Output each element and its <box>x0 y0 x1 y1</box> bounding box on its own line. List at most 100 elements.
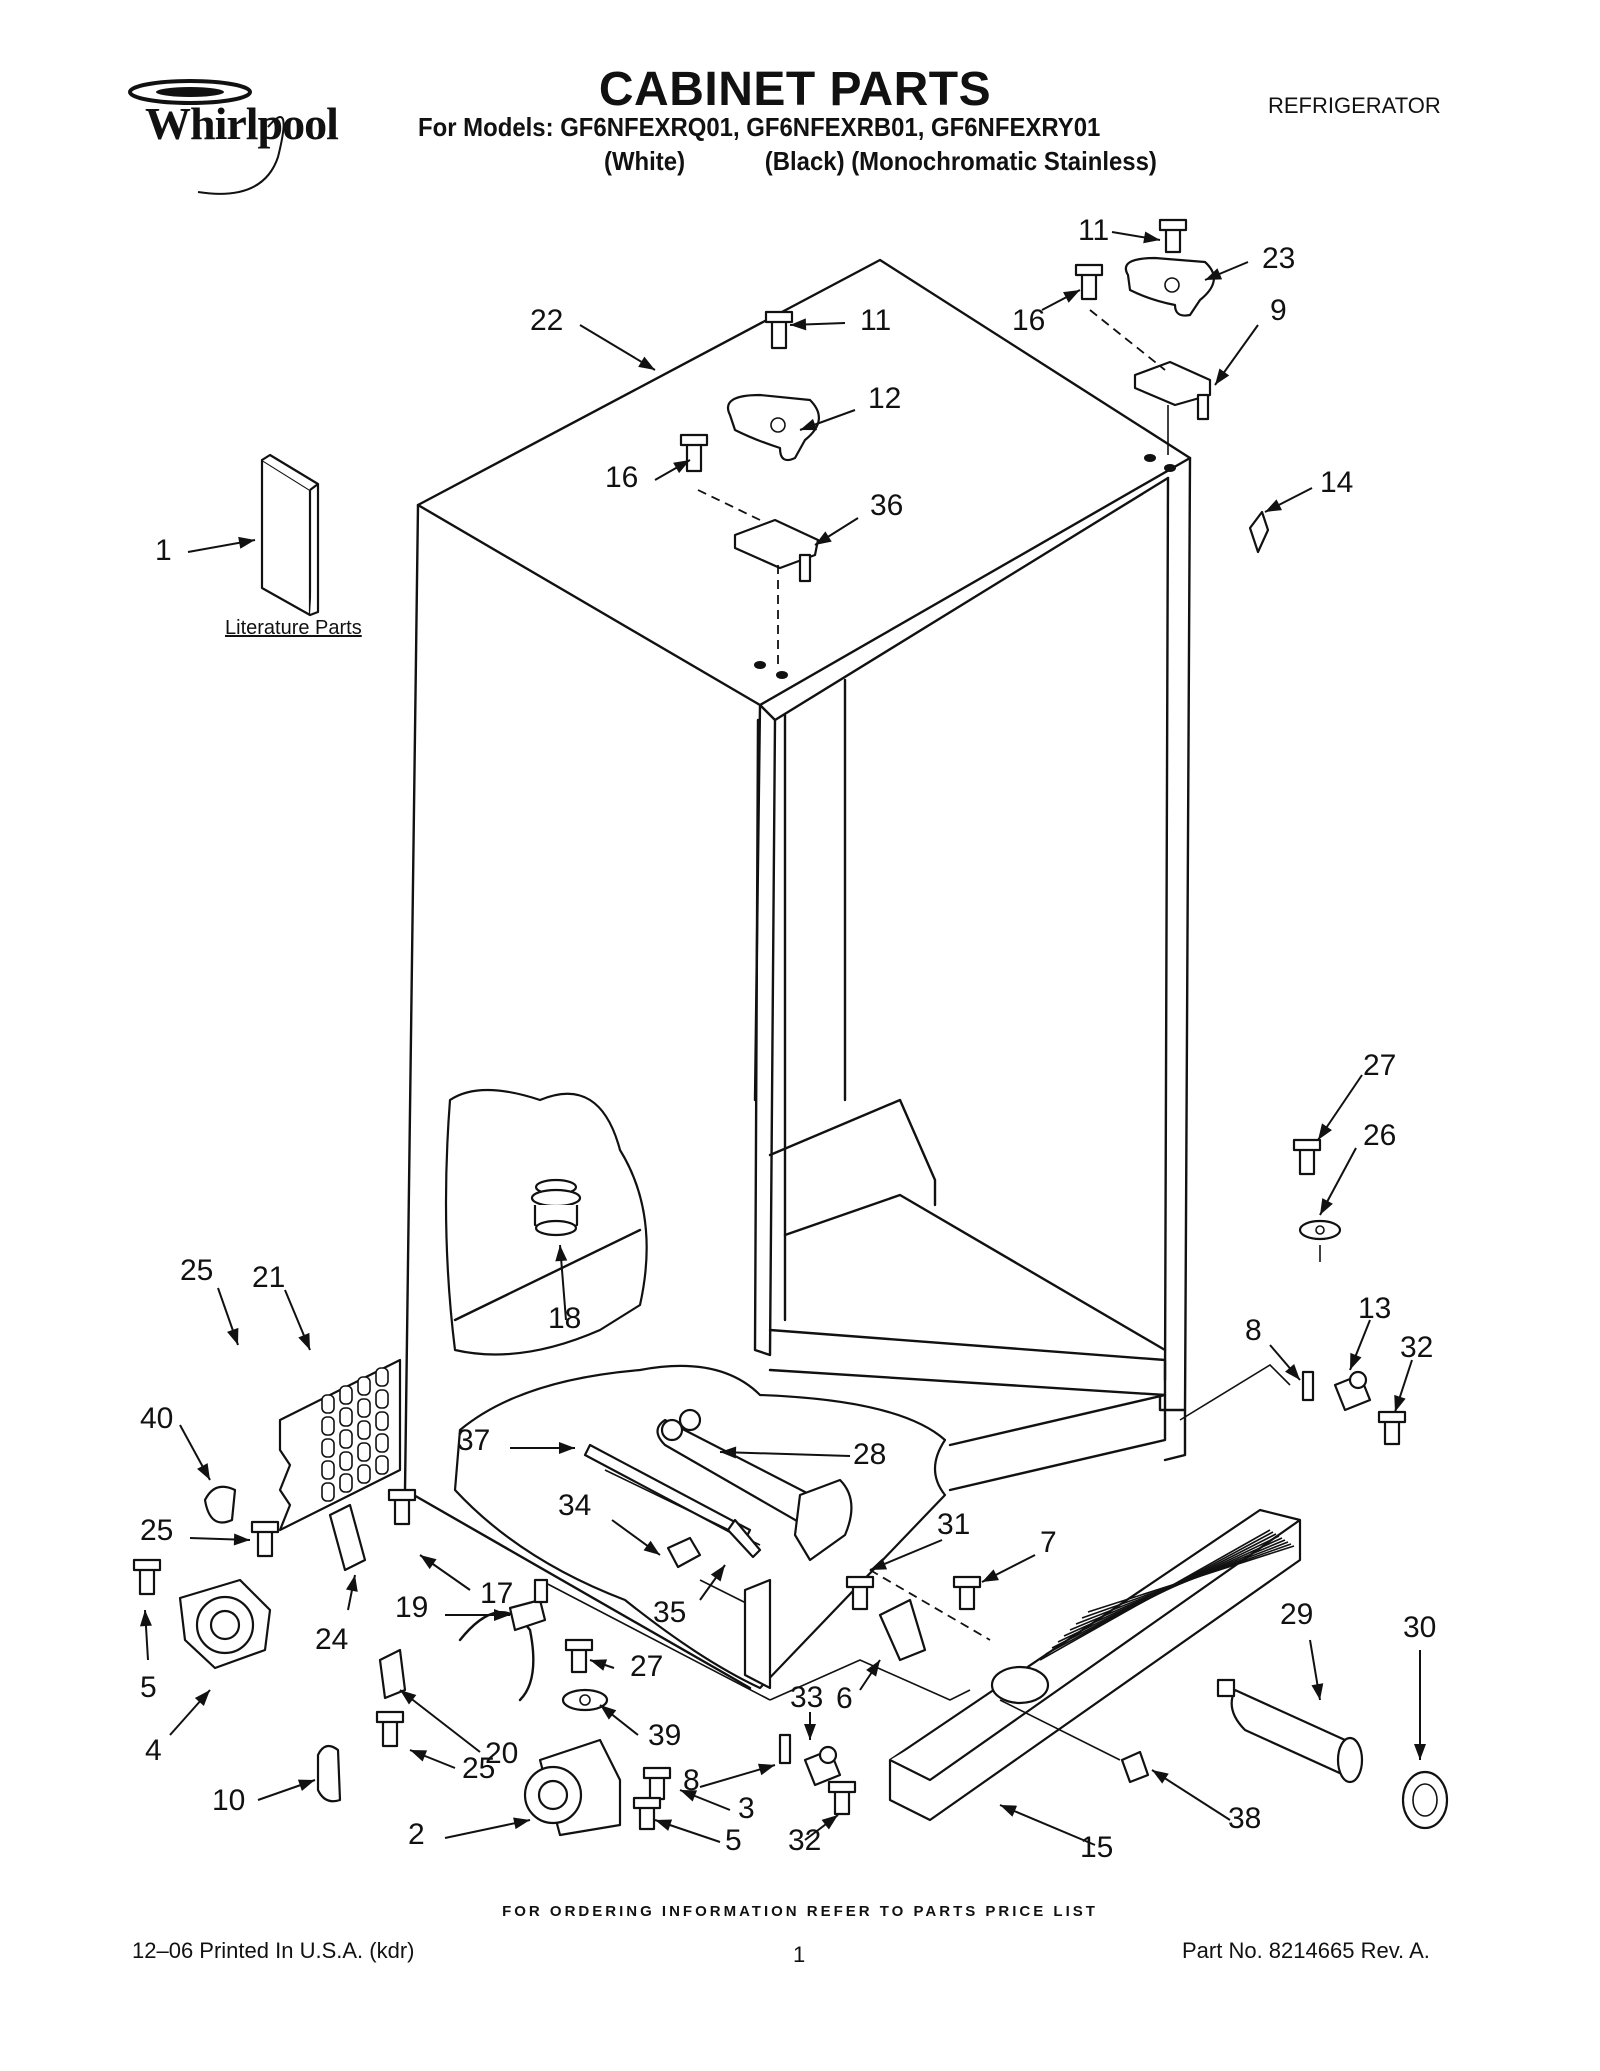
arrow-head <box>233 1533 250 1546</box>
arrow-head <box>227 1327 239 1345</box>
callout-28: 28 <box>853 1438 886 1471</box>
leader-line <box>999 1804 1096 1846</box>
callout-11: 11 <box>1078 214 1109 247</box>
callout-33: 33 <box>790 1681 823 1714</box>
literature-parts-label: Literature Parts <box>225 617 362 639</box>
callout-36: 36 <box>870 489 903 522</box>
top-hinge-left <box>679 310 820 679</box>
roller-assembly-left <box>132 1558 272 1670</box>
arrow-head <box>1063 290 1080 303</box>
arrow-head <box>590 1659 608 1671</box>
vent-slot <box>357 1398 371 1418</box>
callout-20: 20 <box>485 1737 518 1770</box>
callout-39: 39 <box>648 1719 681 1752</box>
callout-11: 11 <box>860 304 891 337</box>
vent-slot <box>321 1460 335 1480</box>
arrow-head <box>1215 368 1230 385</box>
roller-assembly-front <box>523 1738 672 1837</box>
callout-18: 18 <box>548 1302 581 1335</box>
callout-8: 8 <box>683 1764 700 1797</box>
arrow-head <box>638 356 655 370</box>
vent-slot <box>357 1464 371 1484</box>
callout-31: 31 <box>937 1508 970 1541</box>
arrow-head <box>815 531 832 545</box>
callout-5: 5 <box>725 1824 742 1857</box>
vent-slot <box>339 1451 353 1471</box>
callout-13: 13 <box>1358 1292 1391 1325</box>
callout-1: 1 <box>155 534 172 567</box>
callout-25: 25 <box>180 1254 213 1287</box>
callout-32: 32 <box>1400 1331 1433 1364</box>
cutaway-drain <box>444 1088 648 1356</box>
colors-line: (White) (Black) (Monochromatic Stainless… <box>604 146 1157 176</box>
callout-37: 37 <box>457 1424 490 1457</box>
arrow-head <box>1350 1352 1362 1370</box>
callout-30: 30 <box>1403 1611 1436 1644</box>
vent-slot <box>357 1442 371 1462</box>
callout-14: 14 <box>1320 466 1353 499</box>
base-grille <box>888 1508 1302 1822</box>
arrow-head <box>821 1815 838 1830</box>
arrow-head <box>559 1442 575 1454</box>
arrow-head <box>673 460 690 474</box>
arrow-head <box>1320 1198 1333 1215</box>
arrow-head <box>710 1565 725 1582</box>
callout-21: 21 <box>252 1261 285 1294</box>
arrow-head <box>600 1705 617 1720</box>
vent-slot <box>339 1473 353 1493</box>
top-hinge-right <box>1074 218 1270 554</box>
callout-35: 35 <box>653 1596 686 1629</box>
brand-logo-swoosh <box>118 72 398 202</box>
arrow-head <box>197 1463 210 1480</box>
arrow-head <box>1000 1805 1018 1817</box>
callout-22: 22 <box>530 304 563 337</box>
callout-2: 2 <box>408 1818 425 1851</box>
arrow-head <box>297 1779 315 1791</box>
callout-26: 26 <box>1363 1119 1396 1152</box>
arrow-head <box>982 1569 999 1582</box>
page-number: 1 <box>793 1942 806 1967</box>
arrow-head <box>494 1609 510 1621</box>
callout-23: 23 <box>1262 242 1295 275</box>
arrow-head <box>555 1245 568 1262</box>
vent-slot <box>321 1438 335 1458</box>
vent-slot <box>321 1416 335 1436</box>
vent-slot <box>339 1385 353 1405</box>
callout-16: 16 <box>605 461 638 494</box>
arrow-head <box>1311 1683 1324 1700</box>
page-title: CABINET PARTS <box>598 63 992 116</box>
vent-slot <box>321 1394 335 1414</box>
part-number: Part No. 8214665 Rev. A. <box>1182 1938 1430 1963</box>
models-line: For Models: GF6NFEXRQ01, GF6NFEXRB01, GF… <box>418 112 1101 142</box>
ordering-note: FOR ORDERING INFORMATION REFER TO PARTS … <box>502 1903 1098 1920</box>
hinge-clip-10 <box>316 1744 342 1803</box>
callout-15: 15 <box>1080 1831 1113 1864</box>
arrow-head <box>194 1690 210 1706</box>
arrow-head <box>790 318 807 331</box>
vent-slot <box>321 1482 335 1502</box>
literature-booklet <box>260 453 320 617</box>
callout-8: 8 <box>1245 1314 1262 1347</box>
callout-19: 19 <box>395 1591 428 1624</box>
callout-24: 24 <box>315 1623 348 1656</box>
arrow-head <box>238 536 255 549</box>
arrow-head <box>866 1660 880 1677</box>
vent-slot <box>339 1429 353 1449</box>
callout-27: 27 <box>1363 1049 1396 1082</box>
arrow-head <box>720 1446 737 1459</box>
arrow-head <box>800 418 818 431</box>
arrow-head <box>513 1817 530 1830</box>
callout-3: 3 <box>738 1792 755 1825</box>
arrow-head <box>804 1724 816 1740</box>
vent-slot <box>375 1433 389 1453</box>
arrow-head <box>757 1763 775 1776</box>
bracket-40 <box>203 1485 280 1558</box>
callout-9: 9 <box>1270 294 1287 327</box>
callout-7: 7 <box>1040 1526 1057 1559</box>
arrow-head <box>139 1610 152 1627</box>
grille-vane <box>1087 1545 1295 1613</box>
callout-38: 38 <box>1228 1802 1261 1835</box>
arrow-head <box>400 1690 417 1705</box>
callout-25: 25 <box>140 1514 173 1547</box>
arrow-head <box>1394 1394 1406 1412</box>
